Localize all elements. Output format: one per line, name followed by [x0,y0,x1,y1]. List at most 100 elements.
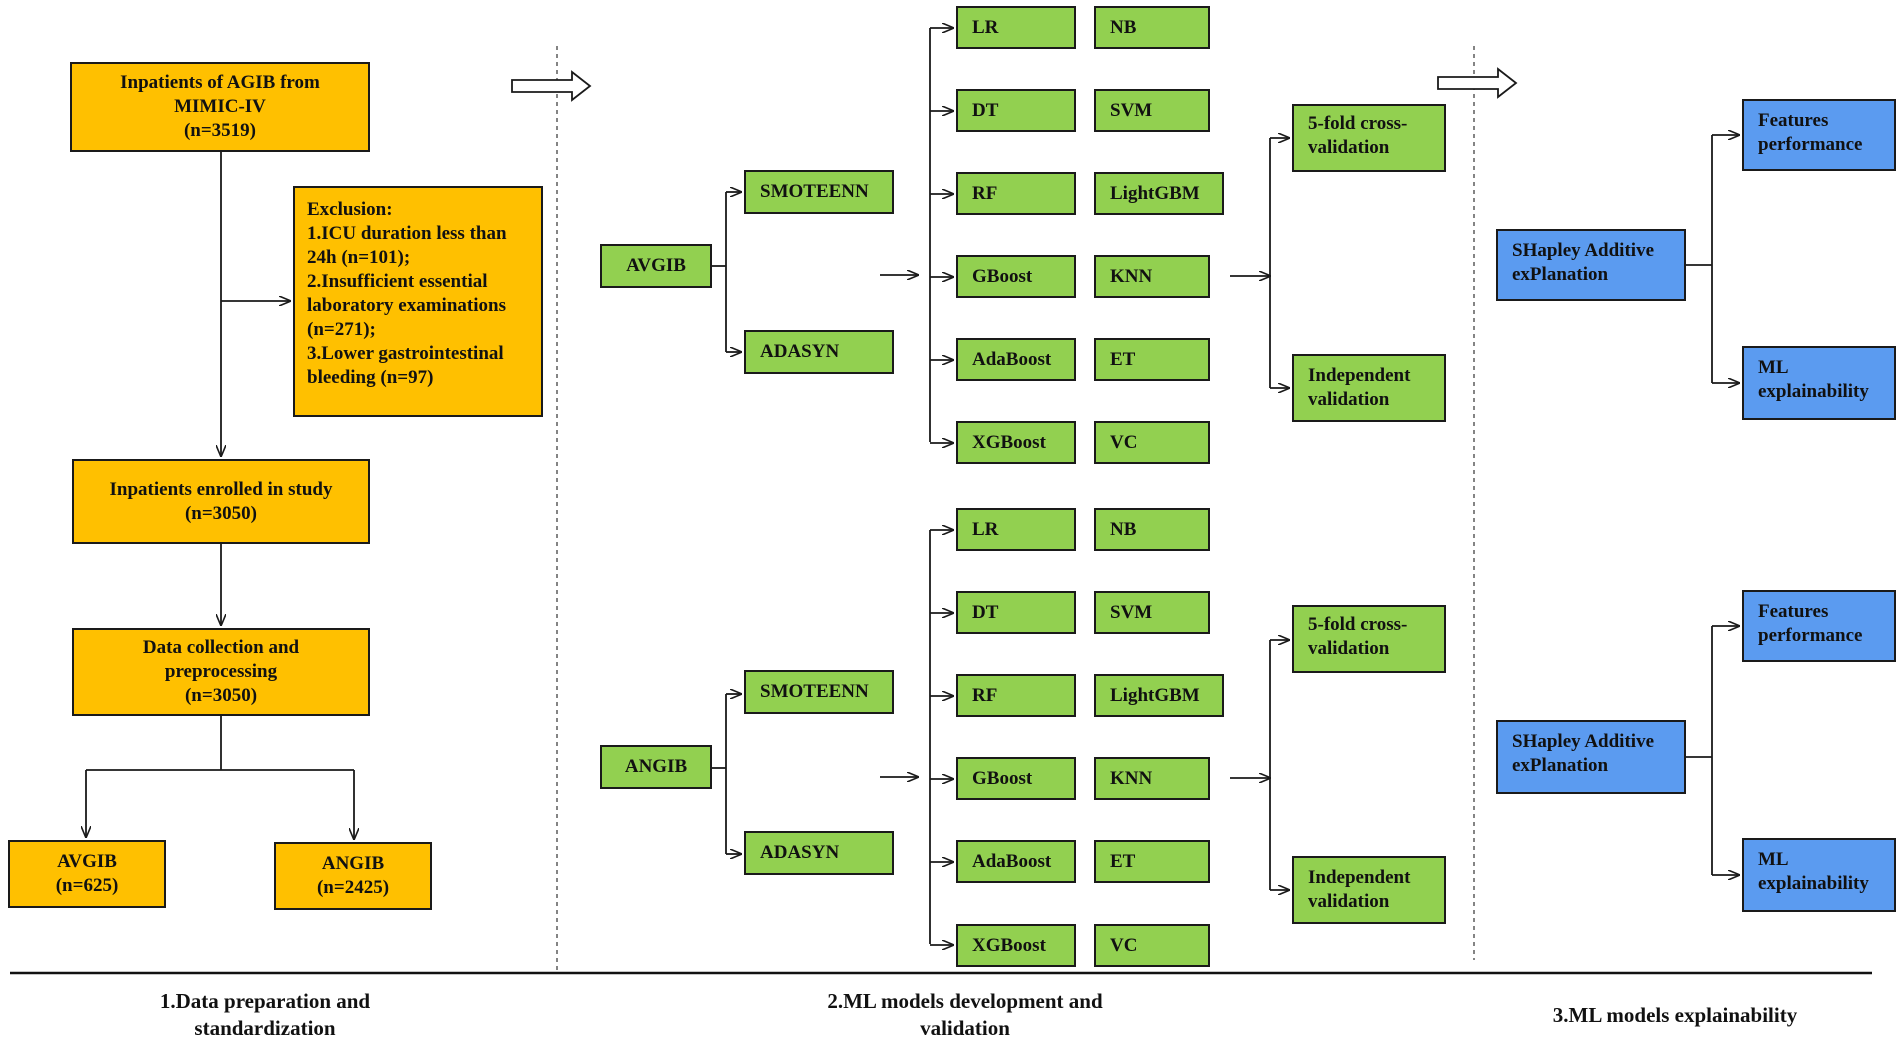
model-top-rf: RF [956,172,1076,215]
shap-bottom-box: SHapley Additive exPlanation [1496,720,1686,794]
model-top-xgboost: XGBoost [956,421,1076,464]
independent-bottom-line-2: validation [1308,891,1390,912]
model-bottom-vc-label: VC [1110,934,1138,956]
model-top-adaboost: AdaBoost [956,338,1076,381]
model-bottom-dt: DT [956,591,1076,634]
exclusion-line-2: 1.ICU duration less than [307,223,507,244]
ml-explain-top-line-2: explainability [1758,381,1869,402]
angib-line-1: ANGIB [321,853,385,874]
ml-explain-top-line-1: ML [1758,357,1789,378]
model-bottom-lr: LR [956,508,1076,551]
group-angib-label: ANGIB [624,756,688,777]
model-bottom-gboost: GBoost [956,757,1076,800]
model-top-gboost: GBoost [956,255,1076,298]
exclusion-line-1: Exclusion: [307,199,393,220]
flow-arrow-icon [1437,67,1518,99]
avgib-line-2: (n=625) [55,875,119,896]
cv-top-box: 5-fold cross- validation [1292,104,1446,172]
smoteenn-bottom-box: SMOTEENN [744,670,894,714]
enrolled-box: Inpatients enrolled in study (n=3050) [72,459,370,544]
model-bottom-et: ET [1094,840,1210,883]
model-top-et: ET [1094,338,1210,381]
cv-bottom-line-1: 5-fold cross- [1308,614,1408,635]
section3-caption: 3.ML models explainability [1500,1002,1850,1029]
model-bottom-nb: NB [1094,508,1210,551]
features-top-line-2: performance [1758,134,1863,155]
adasyn-bottom-box: ADASYN [744,831,894,875]
collection-line-2: preprocessing [164,661,278,682]
independent-bottom-line-1: Independent [1308,867,1411,888]
adasyn-top-label: ADASYN [760,341,840,362]
model-top-nb: NB [1094,6,1210,49]
model-top-knn-label: KNN [1110,265,1153,287]
angib-line-2: (n=2425) [316,877,390,898]
model-top-gboost-label: GBoost [972,265,1033,287]
adasyn-bottom-label: ADASYN [760,842,840,863]
exclusion-line-7: 3.Lower gastrointestinal [307,343,504,364]
model-bottom-knn: KNN [1094,757,1210,800]
model-bottom-adaboost: AdaBoost [956,840,1076,883]
source-population-box: Inpatients of AGIB from MIMIC-IV (n=3519… [70,62,370,152]
collection-line-1: Data collection and [142,637,300,658]
cv-top-line-2: validation [1308,137,1390,158]
cv-top-line-1: 5-fold cross- [1308,113,1408,134]
model-top-vc: VC [1094,421,1210,464]
smoteenn-bottom-label: SMOTEENN [760,681,869,702]
model-bottom-lightgbm-label: LightGBM [1110,684,1200,706]
model-top-xgboost-label: XGBoost [972,431,1046,453]
ml-explain-bottom-line-2: explainability [1758,873,1869,894]
features-top-box: Features performance [1742,99,1896,171]
model-bottom-adaboost-label: AdaBoost [972,850,1052,872]
model-top-rf-label: RF [972,182,998,204]
smoteenn-top-box: SMOTEENN [744,170,894,214]
smoteenn-top-label: SMOTEENN [760,181,869,202]
model-top-lightgbm: LightGBM [1094,172,1224,215]
exclusion-box: Exclusion: 1.ICU duration less than 24h … [293,186,543,417]
model-bottom-svm: SVM [1094,591,1210,634]
model-top-svm-label: SVM [1110,99,1153,121]
source-line-1: Inpatients of AGIB from [120,72,320,93]
model-top-lightgbm-label: LightGBM [1110,182,1200,204]
model-bottom-gboost-label: GBoost [972,767,1033,789]
model-bottom-knn-label: KNN [1110,767,1153,789]
model-bottom-et-label: ET [1110,850,1136,872]
shap-bottom-line-2: exPlanation [1512,755,1609,776]
shap-bottom-line-1: SHapley Additive [1512,731,1654,752]
ml-explain-bottom-box: ML explainability [1742,838,1896,912]
independent-bottom-box: Independent validation [1292,856,1446,924]
model-bottom-lightgbm: LightGBM [1094,674,1224,717]
model-bottom-xgboost: XGBoost [956,924,1076,967]
model-top-vc-label: VC [1110,431,1138,453]
section1-caption: 1.Data preparation and standardization [80,988,450,1042]
model-bottom-xgboost-label: XGBoost [972,934,1046,956]
ml-explain-top-box: ML explainability [1742,346,1896,420]
shap-top-line-2: exPlanation [1512,264,1609,285]
model-top-knn: KNN [1094,255,1210,298]
model-top-nb-label: NB [1110,16,1137,38]
features-top-line-1: Features [1758,110,1829,131]
section2-caption: 2.ML models development and validation [770,988,1160,1042]
model-top-dt-label: DT [972,99,999,121]
section1-caption-line-2: standardization [194,1016,336,1040]
model-bottom-nb-label: NB [1110,518,1137,540]
section2-caption-line-1: 2.ML models development and [827,989,1103,1013]
model-top-lr: LR [956,6,1076,49]
model-top-svm: SVM [1094,89,1210,132]
group-angib-box: ANGIB [600,745,712,789]
model-top-et-label: ET [1110,348,1136,370]
section1-caption-line-1: 1.Data preparation and [159,989,371,1013]
independent-top-line-2: validation [1308,389,1390,410]
ml-explain-bottom-line-1: ML [1758,849,1789,870]
model-top-dt: DT [956,89,1076,132]
exclusion-line-5: laboratory examinations [307,295,506,316]
features-bottom-line-2: performance [1758,625,1863,646]
cv-bottom-line-2: validation [1308,638,1390,659]
exclusion-line-8: bleeding (n=97) [307,367,434,388]
exclusion-line-6: (n=271); [307,319,376,340]
independent-top-box: Independent validation [1292,354,1446,422]
model-bottom-rf-label: RF [972,684,998,706]
model-bottom-svm-label: SVM [1110,601,1153,623]
features-bottom-box: Features performance [1742,590,1896,662]
model-top-adaboost-label: AdaBoost [972,348,1052,370]
flow-arrow-icon [511,70,592,102]
